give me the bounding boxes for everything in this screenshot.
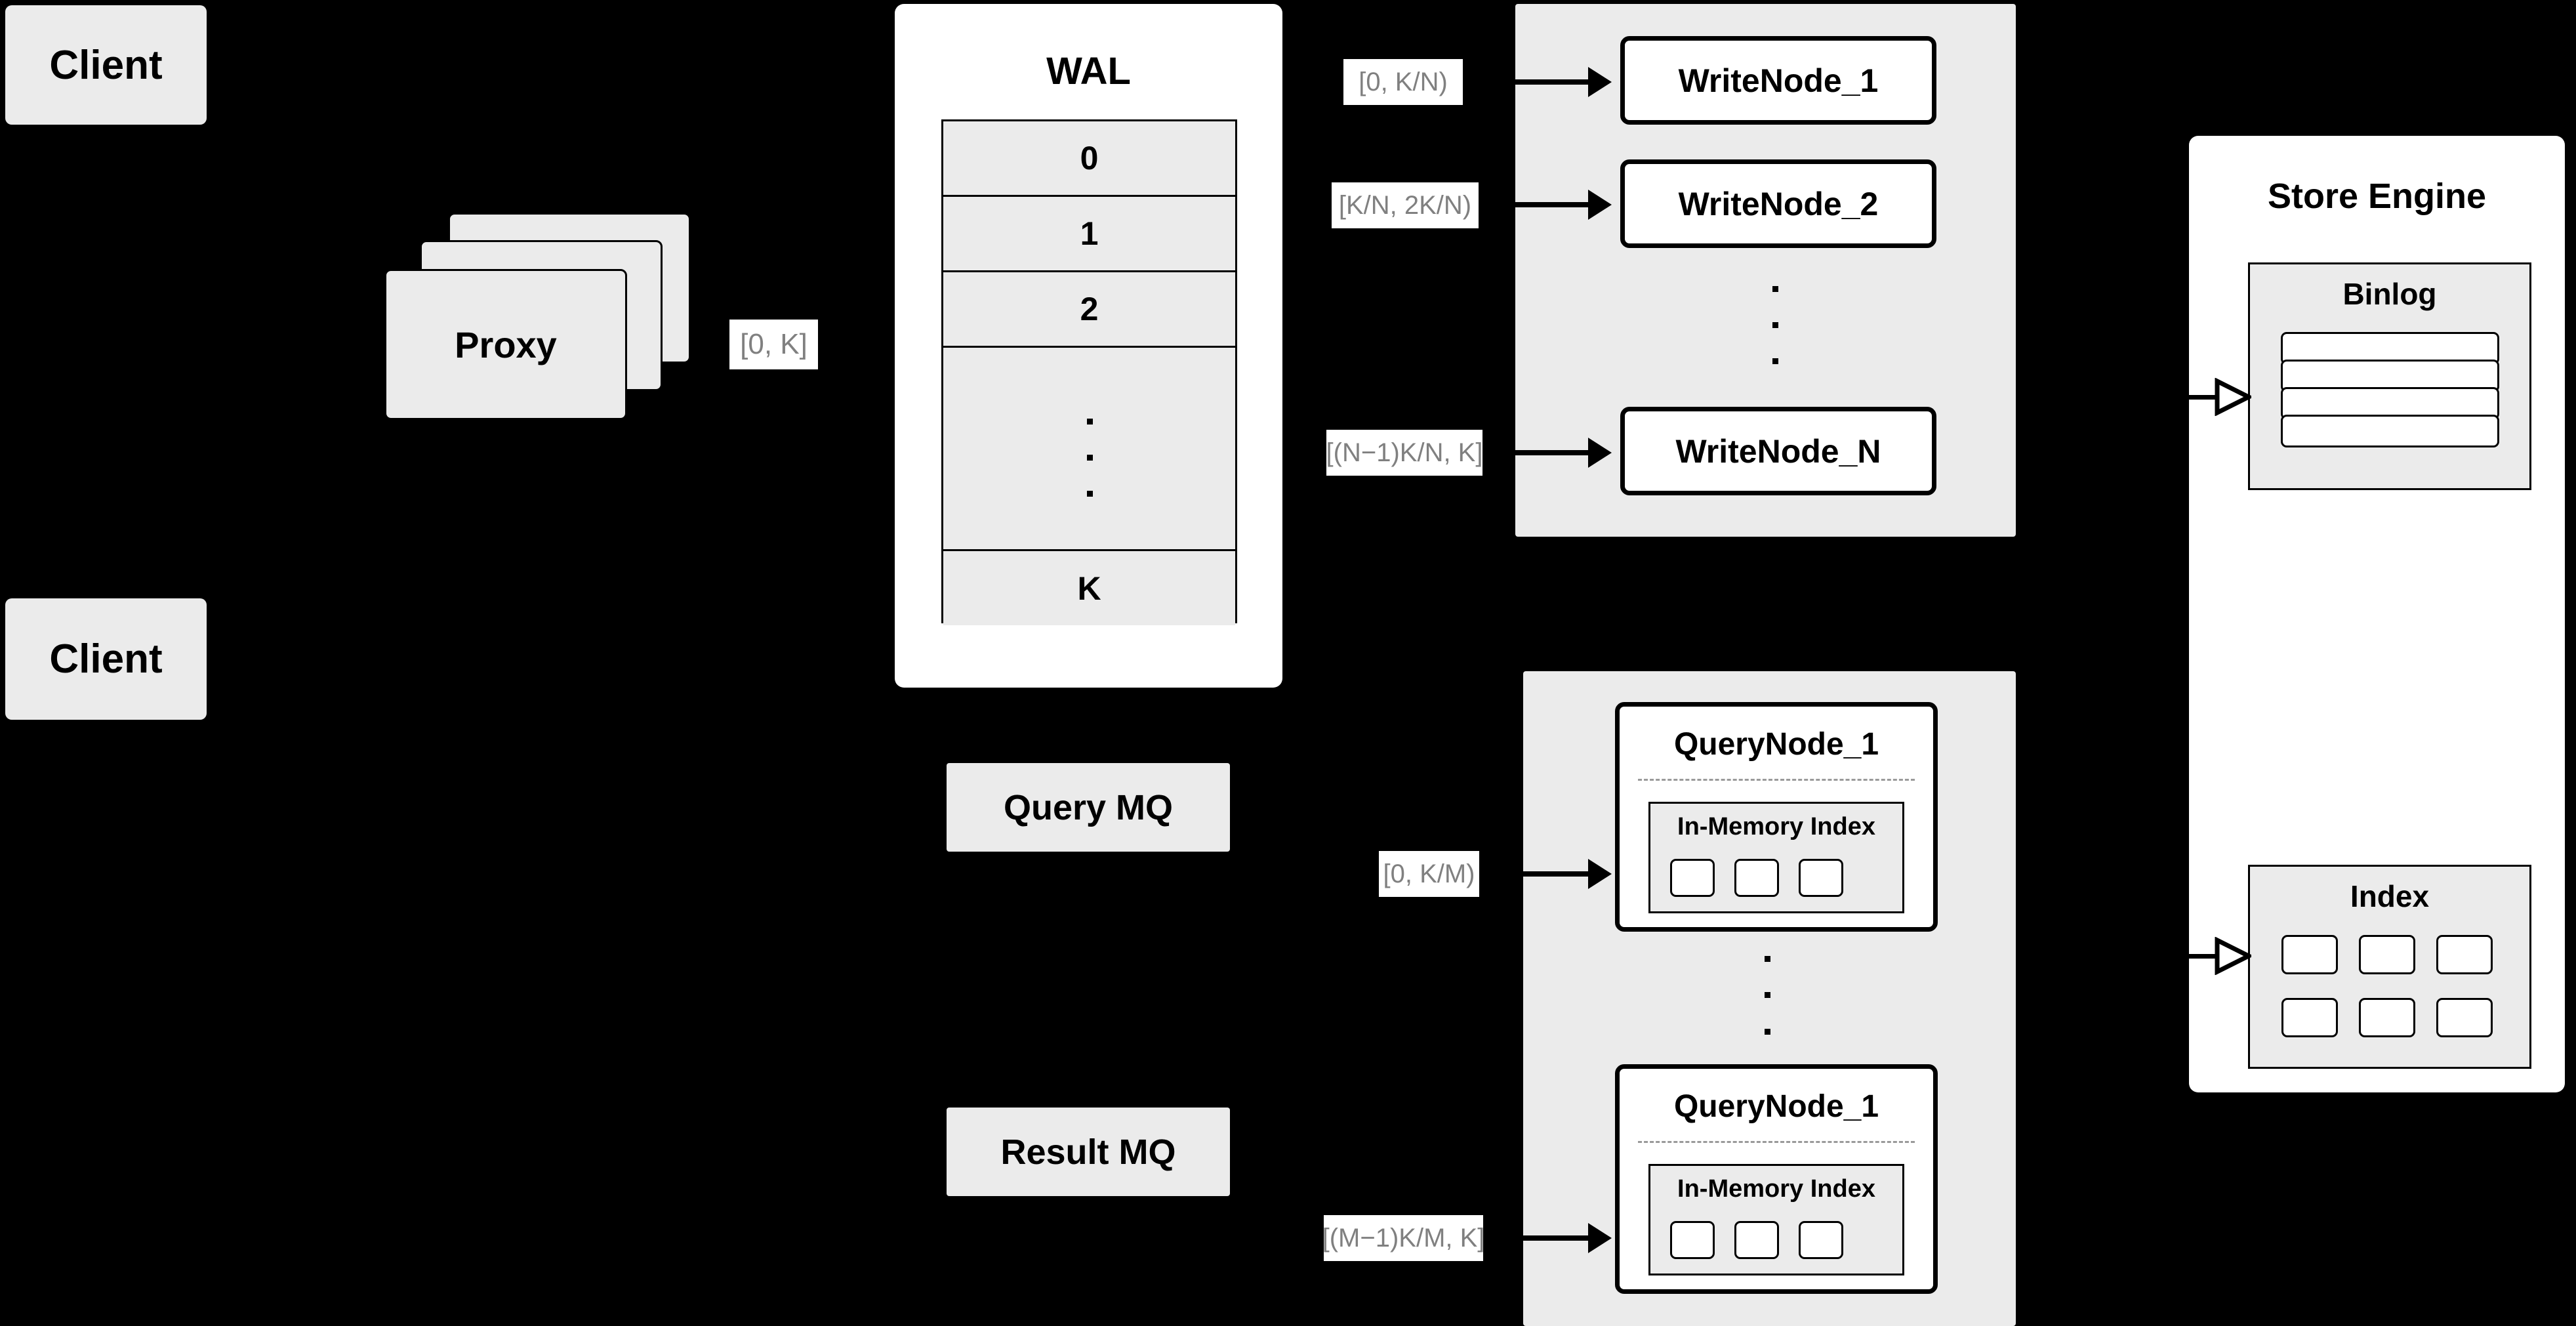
write-node-2-range-label: [K/N, 2K/N) [1332, 182, 1479, 228]
query-node-m-index-chip-3 [1799, 1221, 1843, 1259]
index-title: Index [2350, 879, 2430, 913]
wal-title: WAL [1046, 50, 1131, 93]
write-node-n-arrow-head [1588, 438, 1612, 468]
query-node-m-arrow-head [1588, 1223, 1612, 1253]
index-group: Index [2248, 865, 2531, 1069]
write-node-1-label: WriteNode_1 [1678, 62, 1879, 99]
write-node-n-range-label: [(N−1)K/N, K] [1326, 430, 1482, 476]
proxy-box[interactable]: Proxy [384, 269, 627, 420]
binlog-title: Binlog [2342, 277, 2437, 311]
query-node-1-arrow-head [1588, 859, 1612, 889]
write-node-1-range-label: [0, K/N) [1343, 59, 1463, 105]
index-arrow-line [2186, 954, 2217, 959]
wal-row-1: 1 [943, 197, 1235, 272]
index-chip-6 [2436, 998, 2493, 1037]
client-box-2[interactable]: Client [5, 598, 207, 720]
query-node-m-index-title: In-Memory Index [1677, 1175, 1875, 1203]
write-node-n-label: WriteNode_N [1675, 432, 1881, 470]
proxy-range-label: [0, K] [729, 320, 818, 369]
query-node-1-arrow-line [1482, 871, 1588, 877]
wal-ellipsis-dot-1 [1086, 419, 1093, 425]
query-node-m-arrow-line [1486, 1235, 1588, 1241]
query-node-m-separator [1638, 1141, 1915, 1143]
query-node-1-index-chip-1 [1670, 859, 1715, 897]
write-node-2-arrow-line [1481, 202, 1588, 207]
binlog-row-4 [2281, 415, 2499, 447]
query-node-m-range-label: [(M−1)K/M, K] [1322, 1215, 1484, 1261]
write-node-1-arrow-head [1588, 67, 1612, 97]
index-chip-2 [2359, 935, 2415, 974]
binlog-arrow-line [2186, 395, 2217, 400]
write-cluster-ellipsis-dot-1 [1772, 286, 1778, 292]
write-node-n[interactable]: WriteNode_N [1620, 407, 1936, 495]
query-node-1-index-chip-2 [1734, 859, 1779, 897]
query-cluster-ellipsis-dot-2 [1765, 992, 1770, 998]
index-chip-3 [2436, 935, 2493, 974]
wal-row-0: 0 [943, 121, 1235, 197]
query-node-m-inmemory-index: In-Memory Index [1648, 1164, 1904, 1275]
write-node-2-arrow-head [1588, 190, 1612, 220]
query-cluster-ellipsis-dot-1 [1765, 956, 1770, 962]
index-chip-5 [2359, 998, 2415, 1037]
proxy-label: Proxy [455, 323, 557, 365]
wal-row-2: 2 [943, 272, 1235, 348]
write-cluster-ellipsis-dot-2 [1772, 322, 1778, 328]
query-node-1-index-chip-3 [1799, 859, 1843, 897]
write-node-2[interactable]: WriteNode_2 [1620, 159, 1936, 248]
wal-row-ellipsis [943, 348, 1235, 551]
query-node-1-index-title: In-Memory Index [1677, 813, 1875, 840]
client-label-2: Client [49, 636, 163, 682]
query-node-1-inmemory-index: In-Memory Index [1648, 802, 1904, 913]
result-mq-label: Result MQ [1000, 1132, 1176, 1172]
query-node-1[interactable]: QueryNode_1 In-Memory Index [1615, 702, 1938, 932]
query-node-m-title: QueryNode_1 [1673, 1089, 1879, 1124]
wal-ellipsis-dot-2 [1086, 455, 1093, 461]
result-mq-box[interactable]: Result MQ [947, 1108, 1230, 1196]
query-mq-label: Query MQ [1003, 787, 1174, 827]
write-node-2-label: WriteNode_2 [1678, 185, 1879, 222]
query-node-1-title: QueryNode_1 [1673, 727, 1879, 762]
index-chip-4 [2281, 998, 2338, 1037]
write-node-1-arrow-line [1467, 79, 1588, 85]
binlog-group: Binlog [2248, 262, 2531, 490]
query-node-m-index-chip-1 [1670, 1221, 1715, 1259]
query-cluster-ellipsis-dot-3 [1765, 1029, 1770, 1035]
index-arrow-head-icon [2215, 936, 2254, 976]
index-chip-1 [2281, 935, 2338, 974]
wal-ellipsis-dot-3 [1086, 491, 1093, 497]
query-node-1-range-label: [0, K/M) [1379, 851, 1479, 897]
query-mq-box[interactable]: Query MQ [947, 763, 1230, 852]
write-node-1[interactable]: WriteNode_1 [1620, 36, 1936, 125]
client-box-1[interactable]: Client [5, 5, 207, 125]
wal-table: 0 1 2 K [941, 119, 1237, 625]
store-engine-title: Store Engine [2267, 176, 2487, 216]
write-node-n-arrow-line [1485, 450, 1588, 455]
query-node-m[interactable]: QueryNode_1 In-Memory Index [1615, 1064, 1938, 1294]
write-cluster-ellipsis-dot-3 [1772, 358, 1778, 364]
query-node-1-separator [1638, 779, 1915, 781]
client-label-1: Client [49, 42, 163, 88]
query-node-m-index-chip-2 [1734, 1221, 1779, 1259]
wal-row-k: K [943, 551, 1235, 625]
binlog-arrow-head-icon [2215, 377, 2254, 417]
